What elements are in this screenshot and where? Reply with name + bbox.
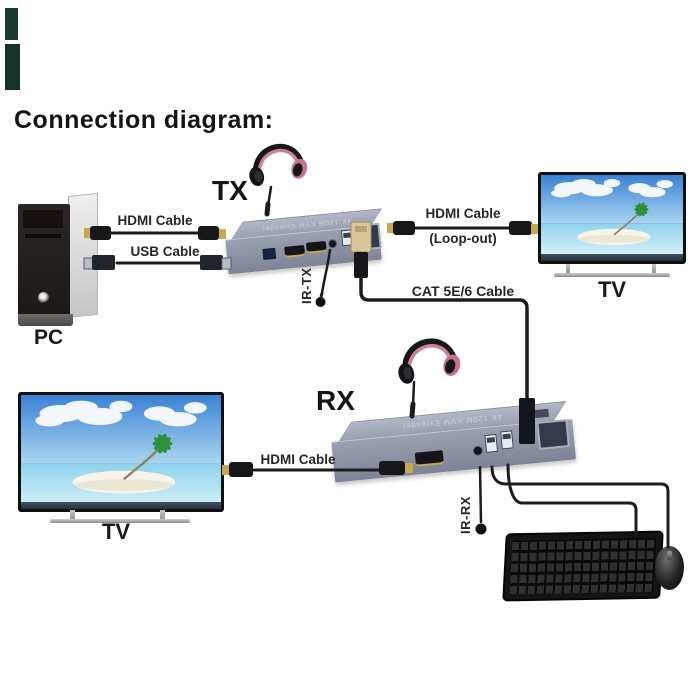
- ir-rx-jack: [472, 445, 484, 457]
- tv-top-label: TV: [597, 277, 627, 302]
- headphones-tx: [249, 143, 308, 187]
- corner-artifact: [5, 44, 20, 90]
- hdmi-connector: [509, 221, 532, 235]
- keyboard-cable: [506, 463, 638, 535]
- tx-label: TX: [212, 175, 248, 206]
- usb-port: [500, 430, 514, 450]
- mouse-wheel: [667, 551, 672, 560]
- hdmi-cable-rx-label: HDMI Cable: [260, 452, 336, 467]
- tv-stand-bar: [554, 273, 670, 277]
- palm-leaves: [634, 202, 649, 217]
- ir-tx-jack: [327, 238, 338, 249]
- hdmi-connector: [393, 221, 415, 235]
- keyboard-keys: [509, 537, 657, 595]
- tv-stand-leg: [566, 264, 570, 274]
- hdmi-loopout-label-line2: (Loop-out): [429, 231, 497, 246]
- tv-screen-image: [541, 175, 683, 257]
- ir-rx-receiver: [475, 523, 487, 535]
- tv-screen-image: [21, 395, 221, 510]
- hdmi-connector-tip: [531, 224, 538, 234]
- tv-bottom: [18, 392, 224, 512]
- rx-label: RX: [316, 385, 355, 416]
- tv-stand-leg: [160, 510, 165, 521]
- cat-cable-label: CAT 5E/6 Cable: [411, 283, 515, 299]
- usb-cable-label: USB Cable: [130, 244, 200, 259]
- mouse: [655, 546, 684, 590]
- hdmi-connector: [229, 462, 253, 477]
- pc-label: PC: [34, 326, 64, 349]
- pc-base: [18, 314, 73, 326]
- usb-port: [340, 229, 354, 247]
- clouds: [35, 400, 207, 427]
- tv-top: [538, 172, 686, 264]
- usb-port: [484, 433, 499, 453]
- ir-tx-label: IR-TX: [299, 267, 314, 304]
- tv-stand-leg: [652, 264, 656, 274]
- pc-tower: [18, 192, 98, 328]
- hdmi-cable-label: HDMI Cable: [117, 213, 193, 228]
- power-port: [262, 247, 277, 260]
- tv-stand-bar: [50, 519, 190, 523]
- page-title: Connection diagram:: [14, 106, 274, 134]
- rx-unit: 4K 120M KVM Extender: [329, 392, 579, 493]
- ir-tx-stem: [319, 292, 324, 298]
- hdmi-connector-tip: [387, 223, 394, 233]
- palm-leaves: [152, 433, 173, 454]
- clouds: [551, 179, 673, 198]
- hdmi-connector: [198, 226, 219, 240]
- pc-drive-slot: [25, 234, 61, 238]
- tv-bottom-bezel: [541, 254, 683, 261]
- ir-tx-emitter: [315, 297, 326, 307]
- corner-artifact: [5, 8, 18, 40]
- keyboard: [502, 530, 664, 602]
- tv-bottom-bezel: [21, 502, 221, 509]
- headphones-rx: [398, 338, 461, 384]
- rj45-port: [536, 419, 570, 450]
- tv-bottom-label: TV: [101, 519, 131, 544]
- ir-rx-label: IR-RX: [458, 496, 473, 534]
- rj45-port: [352, 222, 382, 252]
- pc-side-panel: [68, 192, 98, 318]
- hdmi-port: [414, 450, 444, 467]
- pc-drive-bay: [23, 210, 63, 228]
- hdmi-loopout-label-line1: HDMI Cable: [425, 206, 501, 221]
- pc-front-panel: [18, 204, 70, 316]
- power-button-icon: [38, 292, 49, 303]
- tv-stand-leg: [70, 510, 75, 521]
